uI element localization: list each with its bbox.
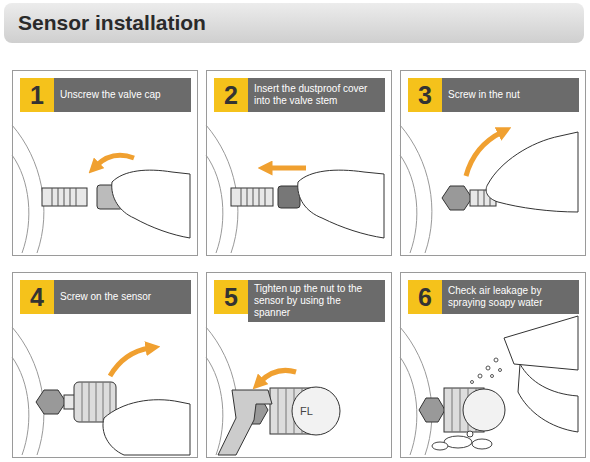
step-caption: Tighten up the nut to the sensor by usin…: [248, 280, 385, 322]
motion-arrow: [96, 155, 134, 166]
rim-line: [400, 125, 432, 253]
hand: [103, 400, 190, 455]
soap-bubbles: [432, 431, 492, 450]
panel-art: [400, 125, 578, 253]
motion-arrow: [268, 166, 306, 171]
panel-art: [12, 125, 190, 253]
rim-line: [400, 357, 417, 455]
title-band: Sensor installation: [4, 3, 584, 43]
step-caption: Unscrew the valve cap: [54, 78, 191, 112]
rim-line: [400, 327, 432, 455]
rim-line: [12, 155, 29, 253]
motion-arrow: [260, 370, 296, 382]
hand: [518, 364, 578, 432]
rim-line: [12, 125, 44, 253]
step-panel: 1Unscrew the valve cap: [12, 70, 198, 256]
step-number: 3: [408, 78, 442, 112]
droplet: [491, 375, 494, 378]
hand: [112, 170, 190, 238]
thread-lines: [52, 188, 76, 206]
bubble: [472, 439, 492, 449]
step-panel: 3Screw in the nut: [400, 70, 586, 256]
step-caption: Screw on the sensor: [54, 280, 191, 314]
nut: [419, 398, 445, 422]
diagram-title: Sensor installation: [18, 11, 206, 35]
droplet: [494, 358, 498, 362]
rim-line: [206, 357, 223, 455]
step-caption: Insert the dustproof cover into the valv…: [248, 78, 385, 112]
rim-line: [400, 155, 417, 253]
panel-art: [12, 327, 190, 455]
bubble: [432, 442, 448, 450]
spray-bottle: [504, 316, 578, 370]
step-number: 2: [214, 78, 248, 112]
droplet: [478, 374, 482, 378]
step-number: 6: [408, 280, 442, 314]
nut: [442, 186, 472, 210]
motion-arrow: [110, 348, 150, 376]
sensor-face: [463, 389, 505, 431]
valve-stem: [42, 188, 87, 206]
rim-line: [12, 327, 44, 455]
spray-droplets: [471, 358, 502, 384]
spanner: [218, 390, 272, 455]
rim-line: [206, 155, 223, 253]
hand: [486, 132, 578, 212]
step-number: 1: [20, 78, 54, 112]
rim-line: [12, 357, 29, 455]
dustproof-cover: [278, 186, 300, 208]
thread-lines: [241, 188, 265, 206]
nut: [36, 390, 66, 414]
droplet: [499, 369, 502, 372]
panel-art: [206, 125, 384, 253]
step-number: 5: [214, 280, 248, 314]
sensor-position-label: FL: [300, 405, 313, 417]
step-panel: 5Tighten up the nut to the sensor by usi…: [206, 272, 392, 458]
sensor-face: [292, 387, 340, 435]
panel-art: [206, 327, 340, 455]
hand: [298, 170, 384, 238]
motion-arrow: [466, 132, 502, 176]
panel-art: [400, 316, 578, 455]
droplet: [486, 366, 490, 370]
valve-stem: [231, 188, 273, 206]
step-panel: 4Screw on the sensor: [12, 272, 198, 458]
step-panel: 2Insert the dustproof cover into the val…: [206, 70, 392, 256]
bubble: [467, 431, 473, 437]
step-caption: Check air leakage by spraying soapy wate…: [442, 280, 579, 314]
step-caption: Screw in the nut: [442, 78, 579, 112]
droplet: [471, 381, 474, 384]
step-number: 4: [20, 280, 54, 314]
step-panel: 6Check air leakage by spraying soapy wat…: [400, 272, 586, 458]
